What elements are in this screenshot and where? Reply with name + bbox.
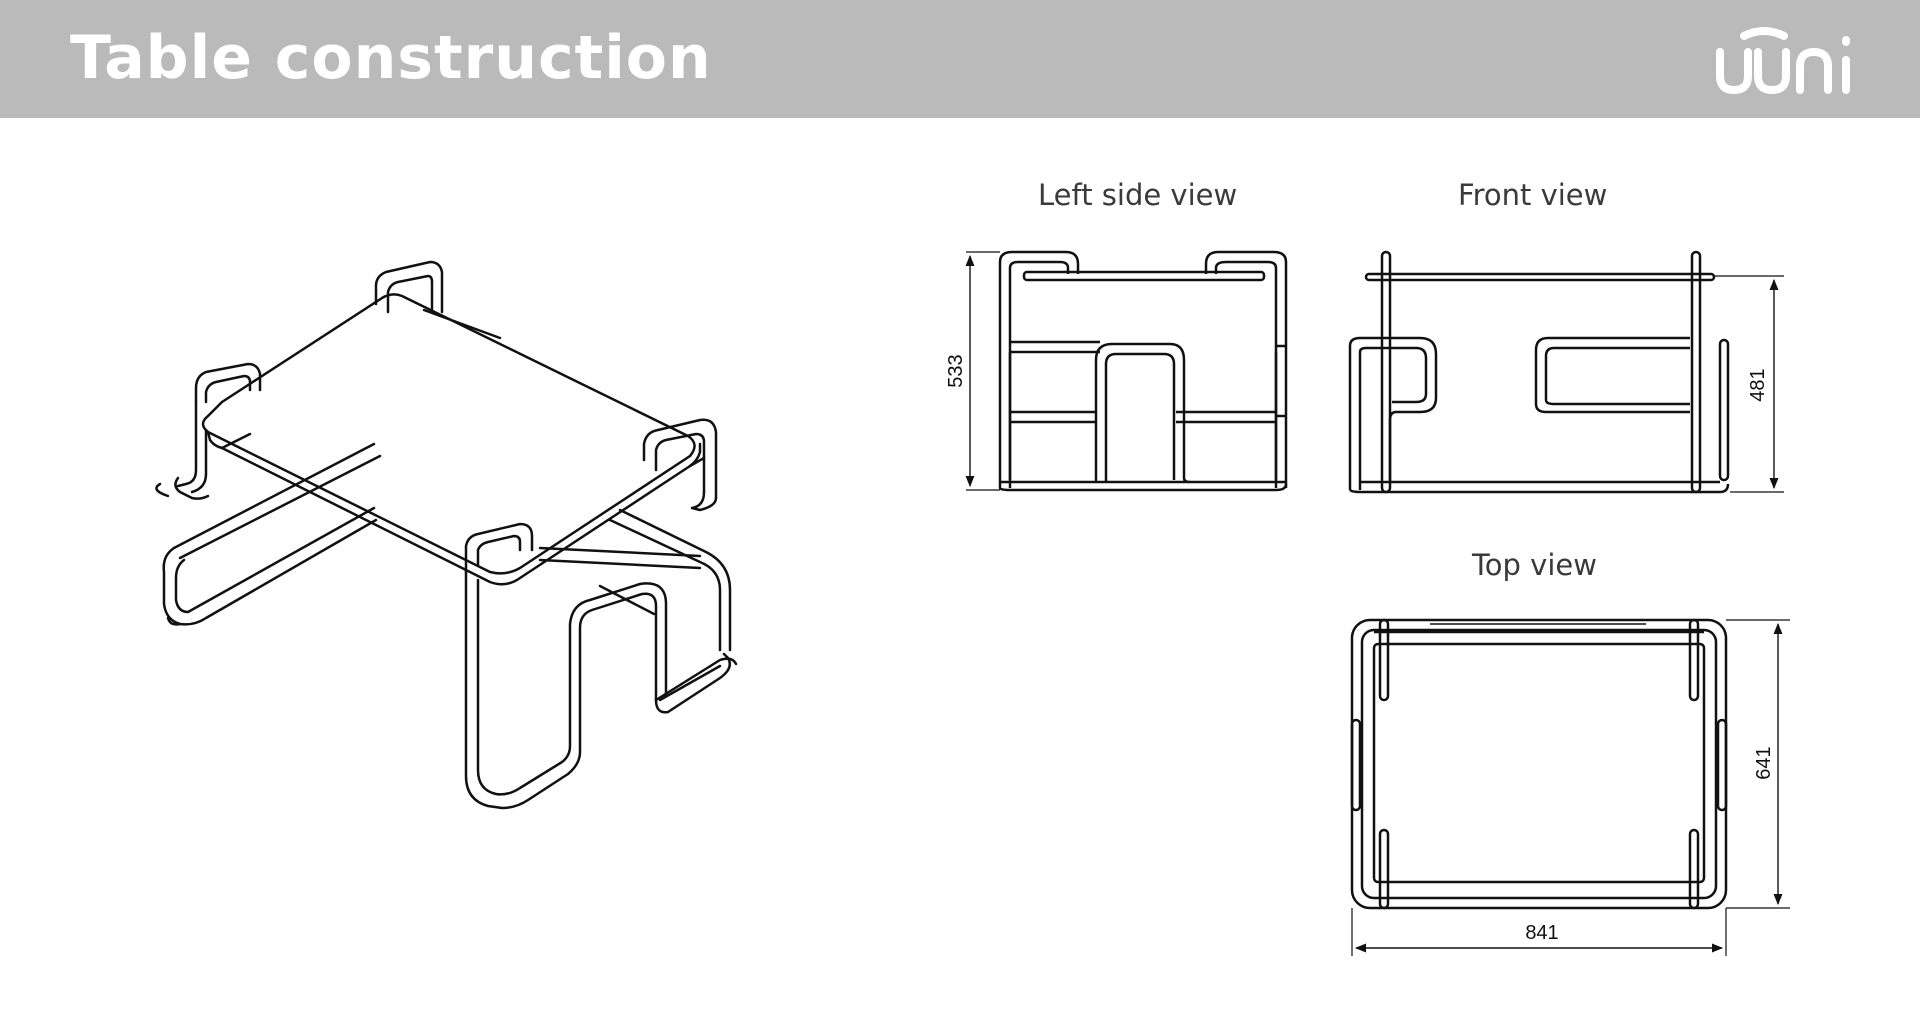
table-isometric-drawing (155, 260, 738, 810)
uuni-logo-icon (1716, 27, 1850, 95)
front-view-drawing (1348, 250, 1784, 494)
page-title: Table construction (70, 23, 712, 93)
header-bar: Table construction (0, 0, 1920, 118)
left-side-view-label: Left side view (1038, 178, 1238, 212)
top-view-drawing (1350, 618, 1790, 956)
front-view-label: Front view (1458, 178, 1608, 212)
left-side-view-drawing (965, 250, 1288, 492)
dimension-841: 841 (1525, 922, 1559, 944)
top-view-label: Top view (1472, 548, 1597, 582)
